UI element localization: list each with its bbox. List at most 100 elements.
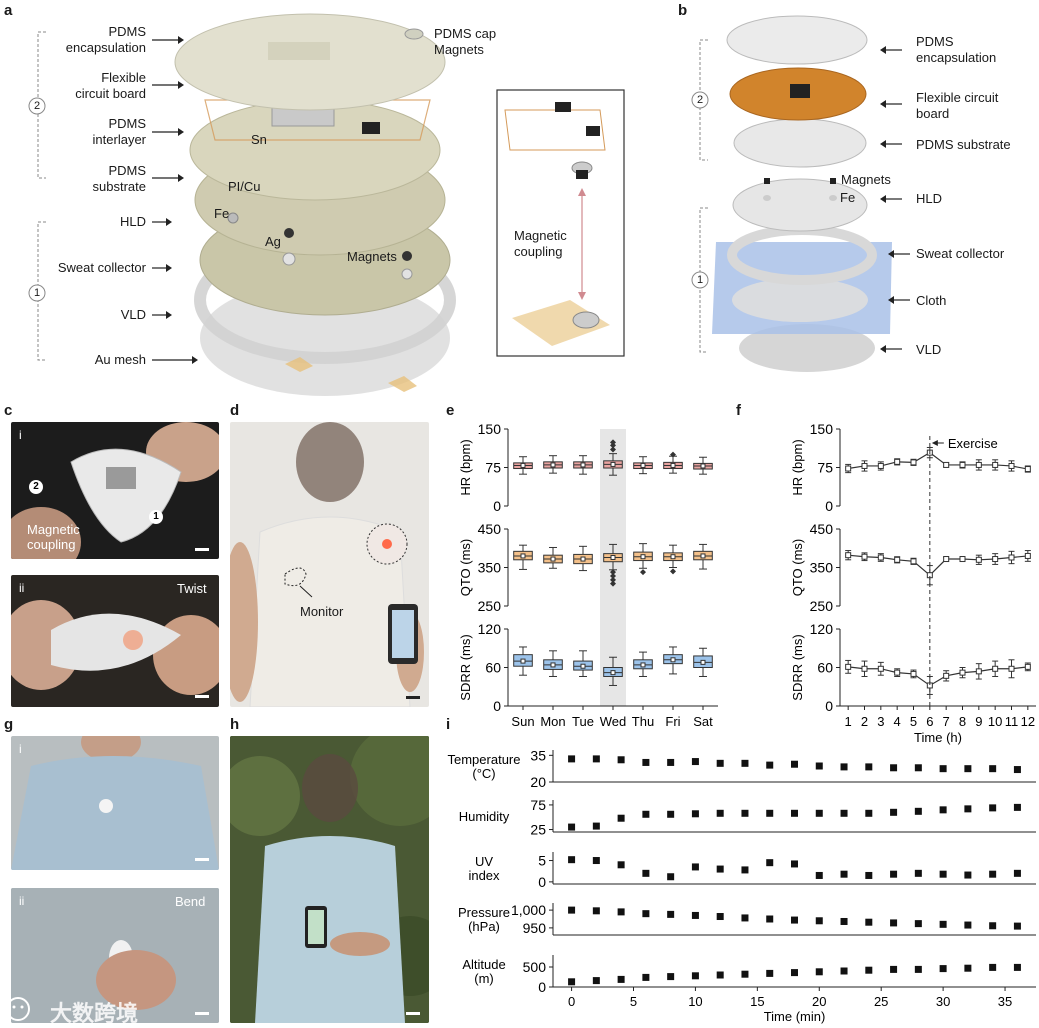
- outlier-point: [610, 572, 616, 579]
- x-tick-label: 0: [568, 994, 575, 1009]
- data-point: [943, 672, 950, 679]
- y-axis-label: QTO (ms): [790, 539, 805, 597]
- x-tick-label: 10: [988, 714, 1002, 729]
- data-point: [964, 964, 972, 972]
- y-tick-label: 450: [810, 521, 834, 537]
- label-b-vld: VLD: [916, 342, 942, 357]
- data-point: [959, 669, 966, 676]
- y-axis-label: QTO (ms): [458, 539, 473, 597]
- y-tick-label: 0: [825, 698, 833, 714]
- mean-marker: [520, 658, 526, 664]
- y-tick-label: 75: [817, 460, 833, 476]
- x-tick-label: Tue: [572, 714, 594, 729]
- data-point: [791, 969, 798, 977]
- photo-c-i-flex-device: i 2 1 Magnetic coupling: [11, 422, 219, 559]
- mean-marker: [700, 659, 706, 665]
- data-point: [741, 914, 749, 922]
- scale-bar: [406, 696, 420, 699]
- data-point: [1013, 803, 1021, 811]
- label-b-pdms-encapsulation: PDMS encapsulation: [916, 34, 997, 65]
- data-point: [894, 458, 901, 465]
- b-group-1-marker: 1: [696, 274, 704, 286]
- data-point: [766, 809, 774, 817]
- x-tick-label: 8: [959, 714, 966, 729]
- data-point: [939, 806, 947, 814]
- g-ii-label: ii: [19, 894, 25, 908]
- data-point: [975, 556, 982, 563]
- data-point: [592, 755, 600, 763]
- x-tick-label: 9: [975, 714, 982, 729]
- label-sn: Sn: [251, 132, 267, 147]
- mean-marker: [670, 554, 676, 560]
- c-marker-1: 1: [149, 510, 163, 524]
- data-point: [741, 866, 749, 874]
- data-point: [840, 870, 848, 878]
- mean-marker: [670, 462, 676, 468]
- data-point: [964, 805, 972, 813]
- data-point: [766, 859, 774, 867]
- x-tick-label: 6: [926, 714, 933, 729]
- y-axis-label: SDRR (ms): [458, 634, 473, 700]
- b-group-2-marker: 2: [696, 94, 704, 106]
- label-b-cloth: Cloth: [916, 293, 947, 308]
- data-point: [964, 921, 972, 929]
- y-axis-label: SDRR (ms): [790, 634, 805, 700]
- data-point: [617, 861, 625, 869]
- data-point: [939, 765, 947, 773]
- data-point: [992, 665, 999, 672]
- data-point: [914, 869, 922, 877]
- data-point: [845, 663, 852, 670]
- panel-label-i: i: [446, 716, 451, 733]
- y-tick-label: 120: [810, 621, 834, 637]
- y-tick-label: 25: [530, 822, 546, 838]
- x-tick-label: 25: [874, 994, 888, 1009]
- mean-marker: [580, 556, 586, 562]
- data-point: [592, 822, 600, 830]
- data-point: [877, 462, 884, 469]
- data-point: [568, 978, 576, 986]
- data-point: [964, 765, 972, 773]
- data-point: [865, 918, 873, 926]
- label-hld: HLD: [119, 214, 146, 229]
- data-point: [910, 670, 917, 677]
- y-axis-label: Humidity: [459, 809, 510, 824]
- label-pdms-interlayer: PDMS interlayer: [92, 116, 146, 147]
- panel-label-g: g: [4, 716, 14, 733]
- data-point: [910, 558, 917, 565]
- mean-marker: [640, 554, 646, 560]
- data-point: [741, 970, 749, 978]
- data-point: [716, 759, 724, 767]
- data-point: [592, 977, 600, 985]
- series-line: [848, 666, 1028, 687]
- panel-label-c: c: [4, 402, 13, 419]
- data-point: [989, 765, 997, 773]
- mean-marker: [550, 662, 556, 668]
- y-tick-label: 350: [478, 560, 502, 576]
- data-point: [840, 967, 848, 975]
- data-point: [877, 665, 884, 672]
- panel-label-a: a: [4, 2, 13, 19]
- label-pdms-encapsulation: PDMS encapsulation: [65, 24, 146, 55]
- label-magnetic-coupling-inset: Magnetic coupling: [514, 228, 567, 259]
- data-point: [939, 920, 947, 928]
- data-point: [568, 906, 576, 914]
- x-tick-label: 20: [812, 994, 826, 1009]
- data-point: [1008, 665, 1015, 672]
- y-axis-label: Temperature(°C): [448, 752, 521, 781]
- y-tick-label: 150: [810, 421, 834, 437]
- y-axis-label: Altitude(m): [462, 957, 505, 986]
- data-point: [1008, 462, 1015, 469]
- y-tick-label: 0: [493, 498, 501, 514]
- data-point: [845, 465, 852, 472]
- c-twist-label: Twist: [177, 581, 207, 596]
- panel-b: PDMS encapsulation Flexible circuit boar…: [680, 0, 1039, 400]
- y-tick-label: 500: [523, 959, 547, 975]
- scale-bar: [195, 1012, 209, 1015]
- panel-label-d: d: [230, 402, 240, 419]
- outlier-point: [670, 568, 676, 575]
- label-au-mesh: Au mesh: [94, 352, 146, 367]
